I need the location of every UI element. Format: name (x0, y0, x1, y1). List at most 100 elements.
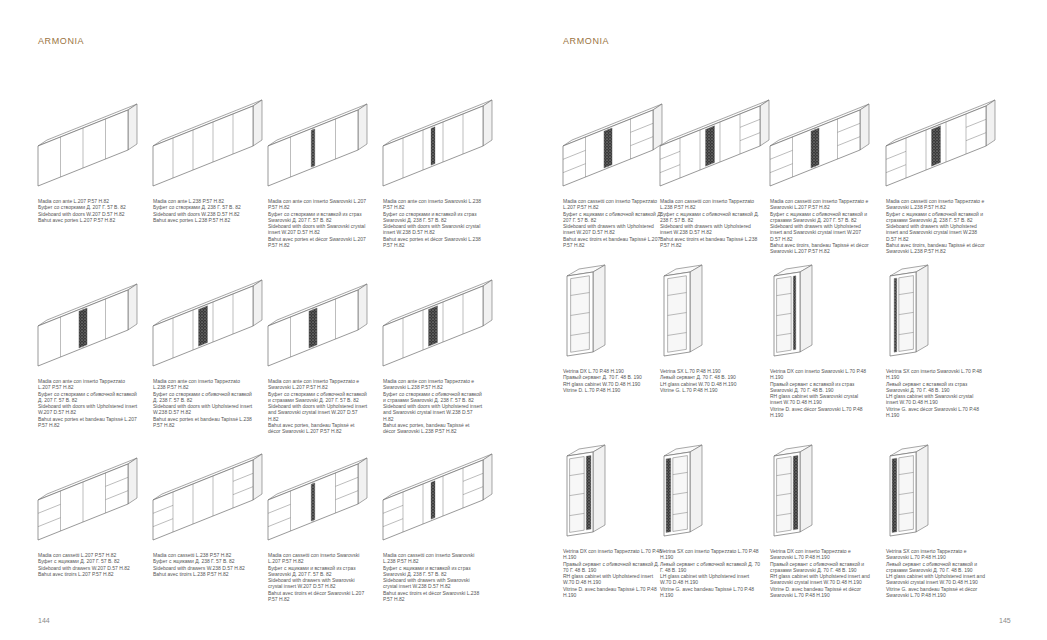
decor-insert (666, 458, 671, 532)
glass-panel (571, 276, 590, 352)
side-face (800, 265, 812, 352)
drawer-line (966, 133, 986, 141)
door-line (837, 119, 838, 159)
shelf-line (899, 312, 914, 314)
door-line (233, 294, 234, 334)
caption-text: Sideboard with doors with Swarovski crys… (268, 223, 368, 236)
side-face (916, 445, 928, 532)
caption-text: Madia con cassetti con inserto Swarovski… (383, 552, 483, 565)
front-face (664, 272, 690, 356)
front-face (567, 452, 593, 536)
caption-text: Буфет с ящиками с обивочной вставкой Д. … (563, 211, 663, 224)
drawer-line (463, 487, 483, 495)
sideboard-drawing (383, 280, 492, 366)
caption-text: Vetrina SX con inserto Tappezzato L.70 P… (660, 548, 760, 561)
caption-text: Буфет со створками с обивочной вставкой … (268, 391, 368, 404)
glass-panel (899, 276, 914, 352)
cabinet-drawing (567, 445, 605, 536)
door-line (585, 137, 586, 177)
glass-panel (777, 457, 792, 533)
drawer-line (383, 519, 403, 527)
caption-text: Буфет с ящиками с обивочной вставкой и с… (770, 211, 870, 224)
caption-text: Madia con cassetti con inserto Tappezzat… (660, 198, 760, 211)
caption-text: Sideboard with drawers with Swarovski cr… (383, 577, 483, 590)
door-line (443, 122, 444, 162)
caption-block: Madia con cassetti con inserto Tappezzat… (660, 198, 760, 248)
drawer-line (660, 165, 680, 173)
caption-text: Правый сервант с обивочной вставкой и ст… (770, 561, 870, 574)
side-face (128, 104, 137, 150)
caption-text: Буфет со створками Д. 238 Г. 57 В. 82 (153, 204, 253, 210)
caption-text: Madia con cassetti con inserto Tappezzat… (770, 198, 870, 211)
side-face (860, 104, 869, 150)
door-line (630, 119, 631, 159)
caption-text: Vitrine G. avec bandeau Tapissé et décor… (886, 586, 986, 599)
front-face (268, 110, 358, 186)
drawer-line (38, 518, 61, 527)
cabinet-drawing (890, 445, 928, 536)
caption-text: Madia con cassetti L.238 P.57 H.82 (153, 552, 253, 558)
door-line (335, 299, 336, 339)
front-face (38, 464, 128, 540)
drawer-line (153, 505, 173, 513)
drawer-line (106, 477, 129, 486)
caption-text: RH glass cabinet with Upholstered insert… (770, 573, 870, 586)
caption-text: Bahut avec tiroirs et décor Swarovski L.… (268, 590, 368, 603)
door-line (463, 294, 464, 334)
drawer-line (838, 137, 861, 146)
caption-text: Левый сервант с обивочной вставкой Д. 70… (660, 561, 760, 574)
drawer-line (660, 151, 680, 159)
decor-insert (706, 126, 715, 166)
front-face (567, 272, 593, 356)
front-face (268, 464, 358, 540)
caption-block: Madia con ante con inserto Tappezzato L.… (38, 378, 138, 428)
side-face (253, 100, 262, 146)
door-line (173, 138, 174, 178)
front-face (774, 452, 800, 536)
shelf-line (668, 293, 687, 296)
door-line (233, 468, 234, 508)
caption-text: Sideboard with doors W.238 D.57 H.82 (153, 211, 253, 217)
caption-text: Bahut avec portes et bandeau Tapissé L.2… (38, 416, 138, 429)
door-line (105, 473, 106, 513)
side-face (358, 104, 367, 150)
caption-text: Буфет с ящиками и вставкой из страз Swar… (383, 565, 483, 578)
drawer-line (966, 119, 986, 127)
door-line (173, 492, 174, 532)
shelf-line (570, 493, 585, 495)
drawer-line (153, 519, 173, 527)
door-line (443, 302, 444, 342)
shelf-line (570, 513, 585, 515)
caption-text: Левый сервант с обивочной вставкой и стр… (886, 561, 986, 574)
shelf-line (777, 493, 792, 495)
door-line (463, 468, 464, 508)
page-title: ARMONIA (563, 36, 609, 46)
side-face (253, 280, 262, 326)
caption-block: Madia con ante con inserto Swarovski L.2… (383, 198, 483, 248)
door-line (105, 119, 106, 159)
decor-insert (311, 129, 315, 167)
caption-text: Буфет со створками и вставкой из страз S… (268, 211, 368, 224)
door-line (60, 137, 61, 177)
door-line (83, 482, 84, 522)
sideboard-drawing (563, 104, 662, 186)
decor-insert (431, 481, 435, 519)
drawer-line (563, 150, 586, 159)
caption-text: Vitrine G. avec décor Swarovski L.70 P.4… (886, 406, 986, 419)
caption-text: Madia con ante con inserto Tappezzato e … (268, 378, 368, 391)
door-line (403, 138, 404, 178)
caption-text: Буфет со створками Д. 207 Г. 57 В. 82 (38, 204, 138, 210)
caption-text: Madia con ante con inserto Swarovski L.2… (268, 198, 368, 211)
sideboard-drawing (268, 284, 367, 366)
door-line (105, 299, 106, 339)
shelf-line (777, 473, 792, 475)
side-face (483, 280, 492, 326)
side-face (800, 445, 812, 532)
caption-text: Sideboard with drawers with Upholstered … (660, 223, 760, 236)
caption-text: Vetrina DX con inserto Tappezzato e Swar… (770, 548, 870, 561)
decor-insert (811, 128, 819, 168)
shelf-line (673, 472, 688, 474)
caption-text: Bahut avec portes et décor Swarovski L.2… (383, 236, 483, 249)
drawer-line (336, 491, 359, 500)
caption-text: Madia con cassetti con inserto Tappezzat… (886, 198, 986, 211)
